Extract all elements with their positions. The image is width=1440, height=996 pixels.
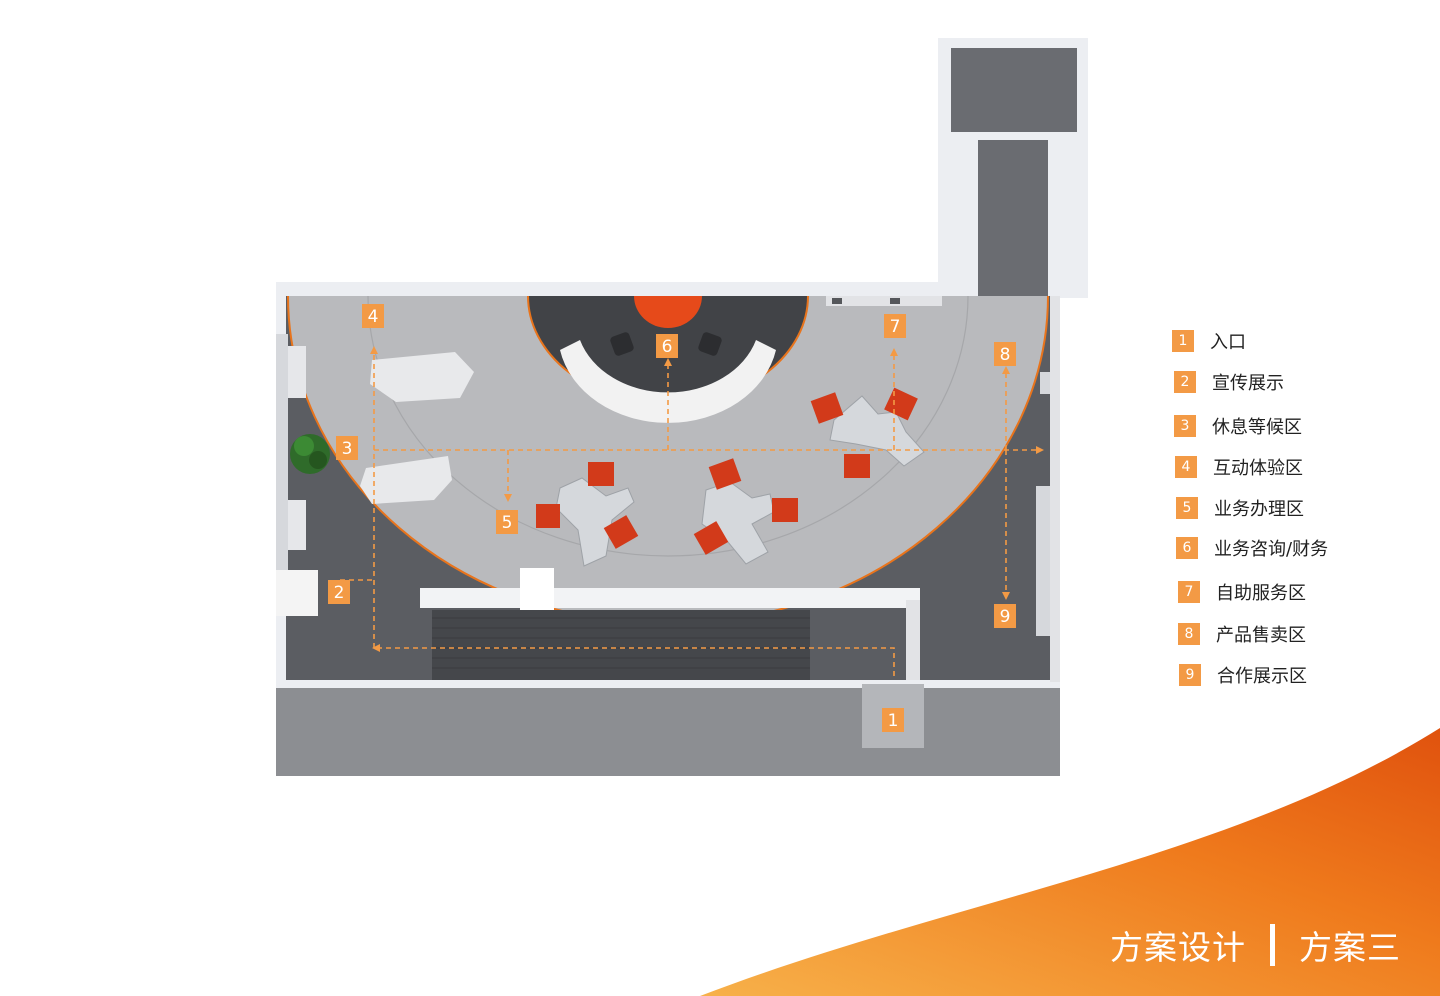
info-kiosk bbox=[520, 568, 554, 616]
legend-number: 4 bbox=[1175, 456, 1197, 478]
area-marker-2: 2 bbox=[328, 580, 350, 604]
legend-item-3: 3 休息等候区 bbox=[1174, 413, 1302, 439]
area-marker-4: 4 bbox=[362, 304, 384, 328]
design-title: 方案设计 bbox=[1110, 928, 1246, 967]
area-marker-3: 3 bbox=[336, 436, 358, 460]
service-counter bbox=[560, 340, 776, 423]
legend-label: 入口 bbox=[1210, 332, 1246, 353]
title-separator bbox=[1270, 924, 1275, 966]
legend-item-1: 1 入口 bbox=[1172, 328, 1246, 354]
legend-label: 产品售卖区 bbox=[1216, 625, 1306, 646]
svg-text:8: 8 bbox=[1000, 345, 1011, 365]
display-cabinet bbox=[288, 500, 306, 550]
self-service-machine bbox=[890, 298, 900, 304]
plant bbox=[309, 451, 327, 469]
area-marker-6: 6 bbox=[656, 334, 678, 358]
light-floor-area bbox=[288, 296, 1048, 624]
orange-swoosh bbox=[700, 728, 1440, 996]
legend-number: 6 bbox=[1176, 537, 1198, 559]
area-marker-1: 1 bbox=[882, 708, 904, 732]
street-area bbox=[276, 688, 1060, 776]
svg-text:6: 6 bbox=[662, 337, 673, 357]
svg-text:3: 3 bbox=[342, 439, 353, 459]
svg-text:7: 7 bbox=[890, 317, 901, 337]
service-desk bbox=[693, 458, 798, 565]
promo-standee bbox=[276, 570, 318, 616]
svg-text:2: 2 bbox=[334, 583, 345, 603]
legend-number: 8 bbox=[1178, 623, 1200, 645]
svg-text:9: 9 bbox=[1000, 607, 1011, 627]
legend-label: 业务办理区 bbox=[1214, 499, 1304, 520]
left-wall-panel bbox=[276, 334, 288, 574]
legend-item-2: 2 宣传展示 bbox=[1174, 369, 1284, 395]
counter-chair bbox=[610, 332, 634, 356]
display-cabinet bbox=[288, 346, 306, 398]
counter-chair bbox=[698, 332, 722, 356]
legend-label: 宣传展示 bbox=[1212, 373, 1284, 394]
storage-room bbox=[951, 48, 1077, 132]
area-marker-7: 7 bbox=[884, 314, 906, 338]
svg-text:4: 4 bbox=[368, 307, 379, 327]
right-wall bbox=[1050, 296, 1060, 682]
legend-item-9: 9 合作展示区 bbox=[1179, 662, 1307, 688]
area-marker-8: 8 bbox=[994, 342, 1016, 366]
svg-text:5: 5 bbox=[502, 513, 513, 533]
legend-item-6: 6 业务咨询/财务 bbox=[1176, 535, 1328, 561]
service-desk bbox=[536, 462, 639, 567]
lounge-sofa bbox=[360, 456, 452, 504]
self-service-machine bbox=[826, 296, 942, 306]
plant bbox=[294, 436, 314, 456]
legend-label: 业务咨询/财务 bbox=[1214, 539, 1329, 560]
counter-strip bbox=[420, 588, 920, 608]
lounge-sofa bbox=[370, 352, 474, 402]
legend-number: 3 bbox=[1174, 415, 1196, 437]
legend-number: 1 bbox=[1172, 330, 1194, 352]
legend-number: 2 bbox=[1174, 371, 1196, 393]
escalator bbox=[432, 610, 810, 680]
legend-label: 互动体验区 bbox=[1213, 458, 1303, 479]
legend-item-4: 4 互动体验区 bbox=[1175, 454, 1303, 480]
legend-label: 合作展示区 bbox=[1217, 666, 1307, 687]
legend-item-7: 7 自助服务区 bbox=[1178, 579, 1306, 605]
flow-arrows bbox=[340, 346, 1044, 676]
legend-number: 9 bbox=[1179, 664, 1201, 686]
corridor-floor bbox=[978, 140, 1048, 300]
legend-item-5: 5 业务办理区 bbox=[1176, 495, 1304, 521]
area-marker-9: 9 bbox=[994, 604, 1016, 628]
area-marker-5: 5 bbox=[496, 510, 518, 534]
inner-ring-line bbox=[367, 296, 969, 557]
self-service-machine bbox=[832, 298, 842, 304]
display-shelf bbox=[1040, 372, 1050, 394]
footer-title: 方案设计 方案三 bbox=[1110, 920, 1401, 970]
scheme-title: 方案三 bbox=[1299, 928, 1401, 967]
legend-number: 7 bbox=[1178, 581, 1200, 603]
ramp-wall bbox=[906, 600, 920, 680]
service-desk bbox=[810, 387, 925, 478]
legend-label: 休息等候区 bbox=[1212, 417, 1302, 438]
legend-item-8: 8 产品售卖区 bbox=[1178, 621, 1306, 647]
svg-text:1: 1 bbox=[888, 711, 899, 731]
legend-number: 5 bbox=[1176, 497, 1198, 519]
legend-label: 自助服务区 bbox=[1216, 583, 1306, 604]
display-shelf bbox=[1036, 486, 1050, 636]
orange-logo-disc bbox=[634, 296, 702, 328]
